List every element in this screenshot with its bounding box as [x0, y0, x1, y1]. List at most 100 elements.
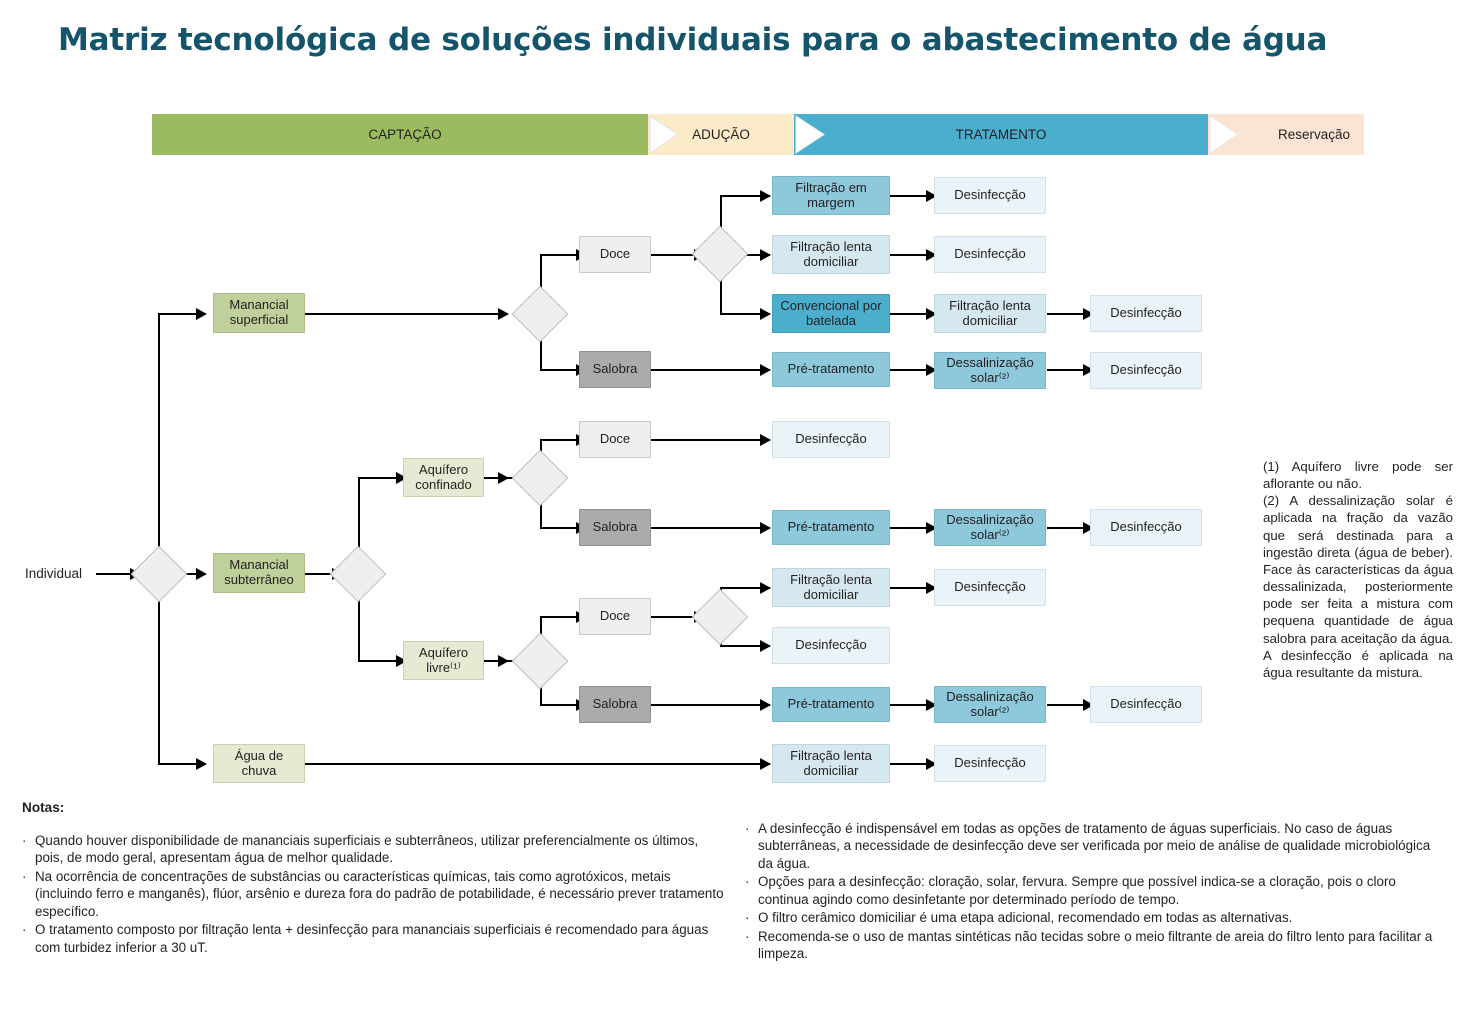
- node-aquifero-livre[interactable]: Aquífero livre⁽¹⁾: [403, 641, 484, 680]
- line-root: [96, 573, 132, 575]
- arrowhead-margem: [760, 190, 771, 202]
- arrowhead-d4: [498, 472, 509, 484]
- node-filtracao-lenta-pos-convencional[interactable]: Filtração lenta domiciliar: [934, 294, 1046, 333]
- node-desinfeccao-flenta-sup[interactable]: Desinfecção: [934, 236, 1046, 273]
- node-agua-de-chuva[interactable]: Água de chuva: [213, 744, 305, 783]
- node-dessalinizacao-solar-superficial[interactable]: Dessalinização solar⁽²⁾: [934, 352, 1046, 389]
- node-convencional-por-batelada[interactable]: Convencional por batelada: [772, 294, 890, 333]
- line-livresal-pre: [651, 704, 770, 706]
- arrowhead-chuva: [196, 758, 207, 770]
- line-chuva-flenta: [305, 763, 770, 765]
- note-item: · Na ocorrência de concentrações de subs…: [22, 868, 726, 920]
- arrowhead-flenta-sup: [760, 249, 771, 261]
- arrowhead-flenta2-des: [1083, 308, 1094, 320]
- arrowhead-confsal-pre: [760, 522, 771, 534]
- node-confinado-doce[interactable]: Doce: [579, 421, 651, 458]
- arrowhead-livredessal-des: [1083, 699, 1094, 711]
- notes-left-column: · Quando houver disponibilidade de manan…: [22, 832, 726, 957]
- node-pre-tratamento-livre[interactable]: Pré-tratamento: [772, 687, 890, 722]
- arrowhead-confdoce-des: [760, 434, 771, 446]
- arrowhead-conv-flenta: [926, 308, 937, 320]
- line-to-subterraneo: [177, 573, 200, 575]
- node-desinfeccao-pos-dessal-livre[interactable]: Desinfecção: [1090, 686, 1202, 723]
- line-d6-flenta: [720, 587, 770, 589]
- arrowhead-subterraneo: [196, 568, 207, 580]
- decision-livre-doce-treatment[interactable]: [691, 588, 749, 646]
- line-dessal-des: [1047, 369, 1089, 371]
- node-desinfeccao-pos-flenta-sup[interactable]: Desinfecção: [1090, 295, 1202, 332]
- node-livre-salobra[interactable]: Salobra: [579, 686, 651, 723]
- line-livredoce-d6: [651, 616, 700, 618]
- line-d4-doce: [540, 439, 578, 441]
- node-aquifero-confinado[interactable]: Aquífero confinado: [403, 458, 484, 497]
- banner-segment-tratamento[interactable]: TRATAMENTO: [794, 114, 1208, 155]
- node-desinfeccao-confinado-doce[interactable]: Desinfecção: [772, 421, 890, 458]
- arrowhead-chuvaflenta-des: [926, 758, 937, 770]
- arrowhead-d5: [498, 655, 509, 667]
- banner-segment-aducao[interactable]: ADUÇÃO: [648, 114, 794, 155]
- node-pre-tratamento-superficial[interactable]: Pré-tratamento: [772, 352, 890, 387]
- node-filtracao-em-margem[interactable]: Filtração em margem: [772, 176, 890, 215]
- line-d3-up: [358, 477, 360, 574]
- bullet-icon: ·: [22, 922, 27, 938]
- line-flenta2-des: [1047, 313, 1089, 315]
- decision-aquifer-type[interactable]: [329, 545, 387, 603]
- node-dessalinizacao-solar-livre[interactable]: Dessalinização solar⁽²⁾: [934, 686, 1046, 723]
- decision-confinado-salinity[interactable]: [511, 449, 569, 507]
- banner-label-tratamento: TRATAMENTO: [955, 127, 1047, 142]
- node-livre-doce[interactable]: Doce: [579, 598, 651, 635]
- line-confpre-dessal: [890, 527, 932, 529]
- line-doce-d2: [651, 254, 700, 256]
- footnote-2: (2) A dessalinização solar é aplicada na…: [1263, 493, 1453, 680]
- arrowhead-conf: [396, 472, 407, 484]
- line-spine-down: [158, 573, 160, 764]
- note-text: Na ocorrência de concentrações de substâ…: [35, 868, 724, 919]
- node-superficial-doce[interactable]: Doce: [579, 236, 651, 273]
- node-pre-tratamento-confinado[interactable]: Pré-tratamento: [772, 510, 890, 545]
- decision-superficial-salinity[interactable]: [511, 285, 569, 343]
- note-item: · O tratamento composto por filtração le…: [22, 921, 726, 956]
- node-filtracao-lenta-chuva[interactable]: Filtração lenta domiciliar: [772, 744, 890, 783]
- note-text: Recomenda-se o uso de mantas sintéticas …: [758, 928, 1433, 961]
- line-livredessal-des: [1047, 704, 1089, 706]
- node-dessalinizacao-solar-confinado[interactable]: Dessalinização solar⁽²⁾: [934, 509, 1046, 546]
- decision-livre-salinity[interactable]: [511, 632, 569, 690]
- line-flenta-des: [890, 254, 932, 256]
- chevron-right-icon-reservacao: [1208, 114, 1248, 155]
- node-desinfeccao-pos-flenta-livre[interactable]: Desinfecção: [934, 569, 1046, 606]
- line-d1-up: [540, 254, 542, 314]
- line-d1-salobra: [540, 369, 578, 371]
- bullet-icon: ·: [745, 910, 750, 926]
- banner-segment-reservacao[interactable]: Reservação: [1208, 114, 1364, 155]
- line-to-chuva: [158, 763, 200, 765]
- arrowhead-confdessal-des: [1083, 522, 1094, 534]
- node-desinfeccao-chuva[interactable]: Desinfecção: [934, 745, 1046, 782]
- arrowhead-livre-flenta: [760, 582, 771, 594]
- line-d2-flenta: [740, 254, 770, 256]
- node-desinfeccao-margem[interactable]: Desinfecção: [934, 177, 1046, 214]
- line-pre-dessal: [890, 369, 932, 371]
- line-d5-doce: [540, 616, 578, 618]
- line-d3-livre: [358, 660, 402, 662]
- node-desinfeccao-livre-doce[interactable]: Desinfecção: [772, 627, 890, 664]
- bullet-icon: ·: [22, 868, 27, 884]
- line-spine-up: [158, 313, 160, 575]
- node-filtracao-lenta-livre[interactable]: Filtração lenta domiciliar: [772, 568, 890, 607]
- line-margem-des: [890, 195, 932, 197]
- arrowhead-confpre-dessal: [926, 522, 937, 534]
- node-confinado-salobra[interactable]: Salobra: [579, 509, 651, 546]
- side-footnotes: (1) Aquífero livre pode ser aflorante ou…: [1263, 458, 1453, 681]
- node-desinfeccao-pos-dessal-sup[interactable]: Desinfecção: [1090, 352, 1202, 389]
- node-filtracao-lenta-superficial[interactable]: Filtração lenta domiciliar: [772, 235, 890, 274]
- banner-segment-captacao[interactable]: CAPTAÇÃO: [152, 114, 648, 155]
- node-superficial-salobra[interactable]: Salobra: [579, 351, 651, 388]
- line-d5-salobra: [540, 704, 578, 706]
- node-manancial-superficial[interactable]: Manancial superficial: [213, 293, 305, 333]
- line-d2-up: [720, 195, 722, 255]
- node-manancial-subterraneo[interactable]: Manancial subterrâneo: [213, 553, 305, 593]
- node-desinfeccao-pos-dessal-confinado[interactable]: Desinfecção: [1090, 509, 1202, 546]
- decision-root[interactable]: [130, 545, 188, 603]
- banner-label-reservacao: Reservação: [1277, 127, 1350, 142]
- arrowhead-flenta-des: [926, 249, 937, 261]
- decision-superficial-doce-treatment[interactable]: [691, 225, 749, 283]
